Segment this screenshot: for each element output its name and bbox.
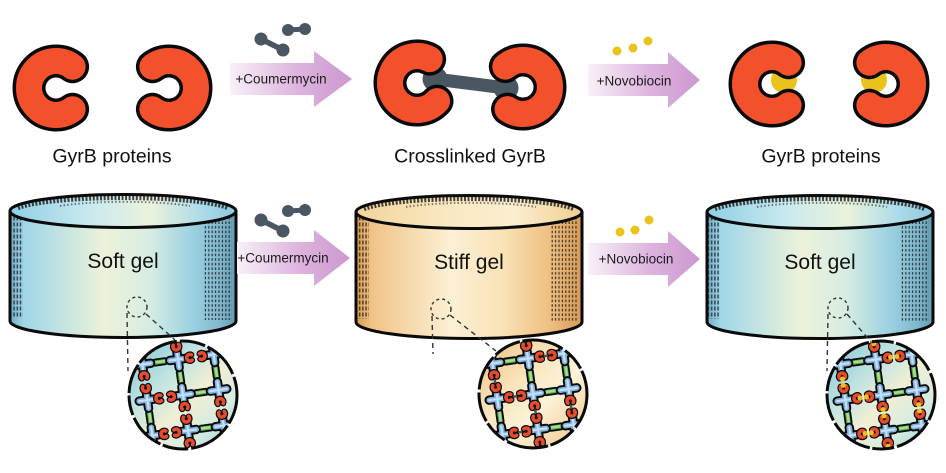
magnifier-callout-middle <box>430 298 497 355</box>
stiff-gel-cylinder <box>354 194 584 340</box>
coumermycin-dumbbell-icons-top <box>254 23 311 57</box>
network-inset-stiff-middle <box>479 340 587 448</box>
coumermycin-arrow-bottom <box>237 230 350 286</box>
gyrb-proteins-label-right: GyrB proteins <box>761 145 881 168</box>
coumermycin-arrow-label-bottom: +Coumermycin <box>237 250 329 266</box>
soft-gel-label-left: Soft gel <box>87 250 159 273</box>
novobiocin-dot-icons-bottom <box>615 215 654 237</box>
soft-gel-cylinder-right <box>705 194 935 340</box>
magnifier-callout-right <box>826 297 872 372</box>
novobiocin-arrow-label-top: +Novobiocin <box>596 73 672 89</box>
novobiocin-arrow-top <box>588 52 700 108</box>
crosslinked-gyrb-label: Crosslinked GyrB <box>394 145 546 168</box>
coumermycin-dumbbell-icons-bottom <box>254 204 311 238</box>
gyrb-pair-left-icon <box>29 61 196 115</box>
coumermycin-arrow-top <box>230 51 352 107</box>
magnifier-callout-left <box>126 296 176 372</box>
inset-border-middle <box>477 338 589 450</box>
novobiocin-arrow-bottom <box>588 231 700 287</box>
inset-border-right <box>825 339 937 451</box>
soft-gel-label-right: Soft gel <box>784 251 856 274</box>
novobiocin-dot-icons-top <box>612 36 653 56</box>
inset-border-left <box>127 339 239 451</box>
gyrb-proteins-label-left: GyrB proteins <box>52 145 172 168</box>
gyrb-pair-right-icon <box>745 57 913 111</box>
coumermycin-arrow-label-top: +Coumermycin <box>235 71 327 87</box>
stiff-gel-label: Stiff gel <box>434 251 504 274</box>
soft-gel-cylinder-left <box>8 193 238 339</box>
crosslinked-gyrb-icon <box>386 54 552 115</box>
novobiocin-arrow-label-bottom: +Novobiocin <box>598 251 674 267</box>
network-inset-soft-right <box>827 341 935 449</box>
network-inset-soft-left <box>129 341 237 449</box>
